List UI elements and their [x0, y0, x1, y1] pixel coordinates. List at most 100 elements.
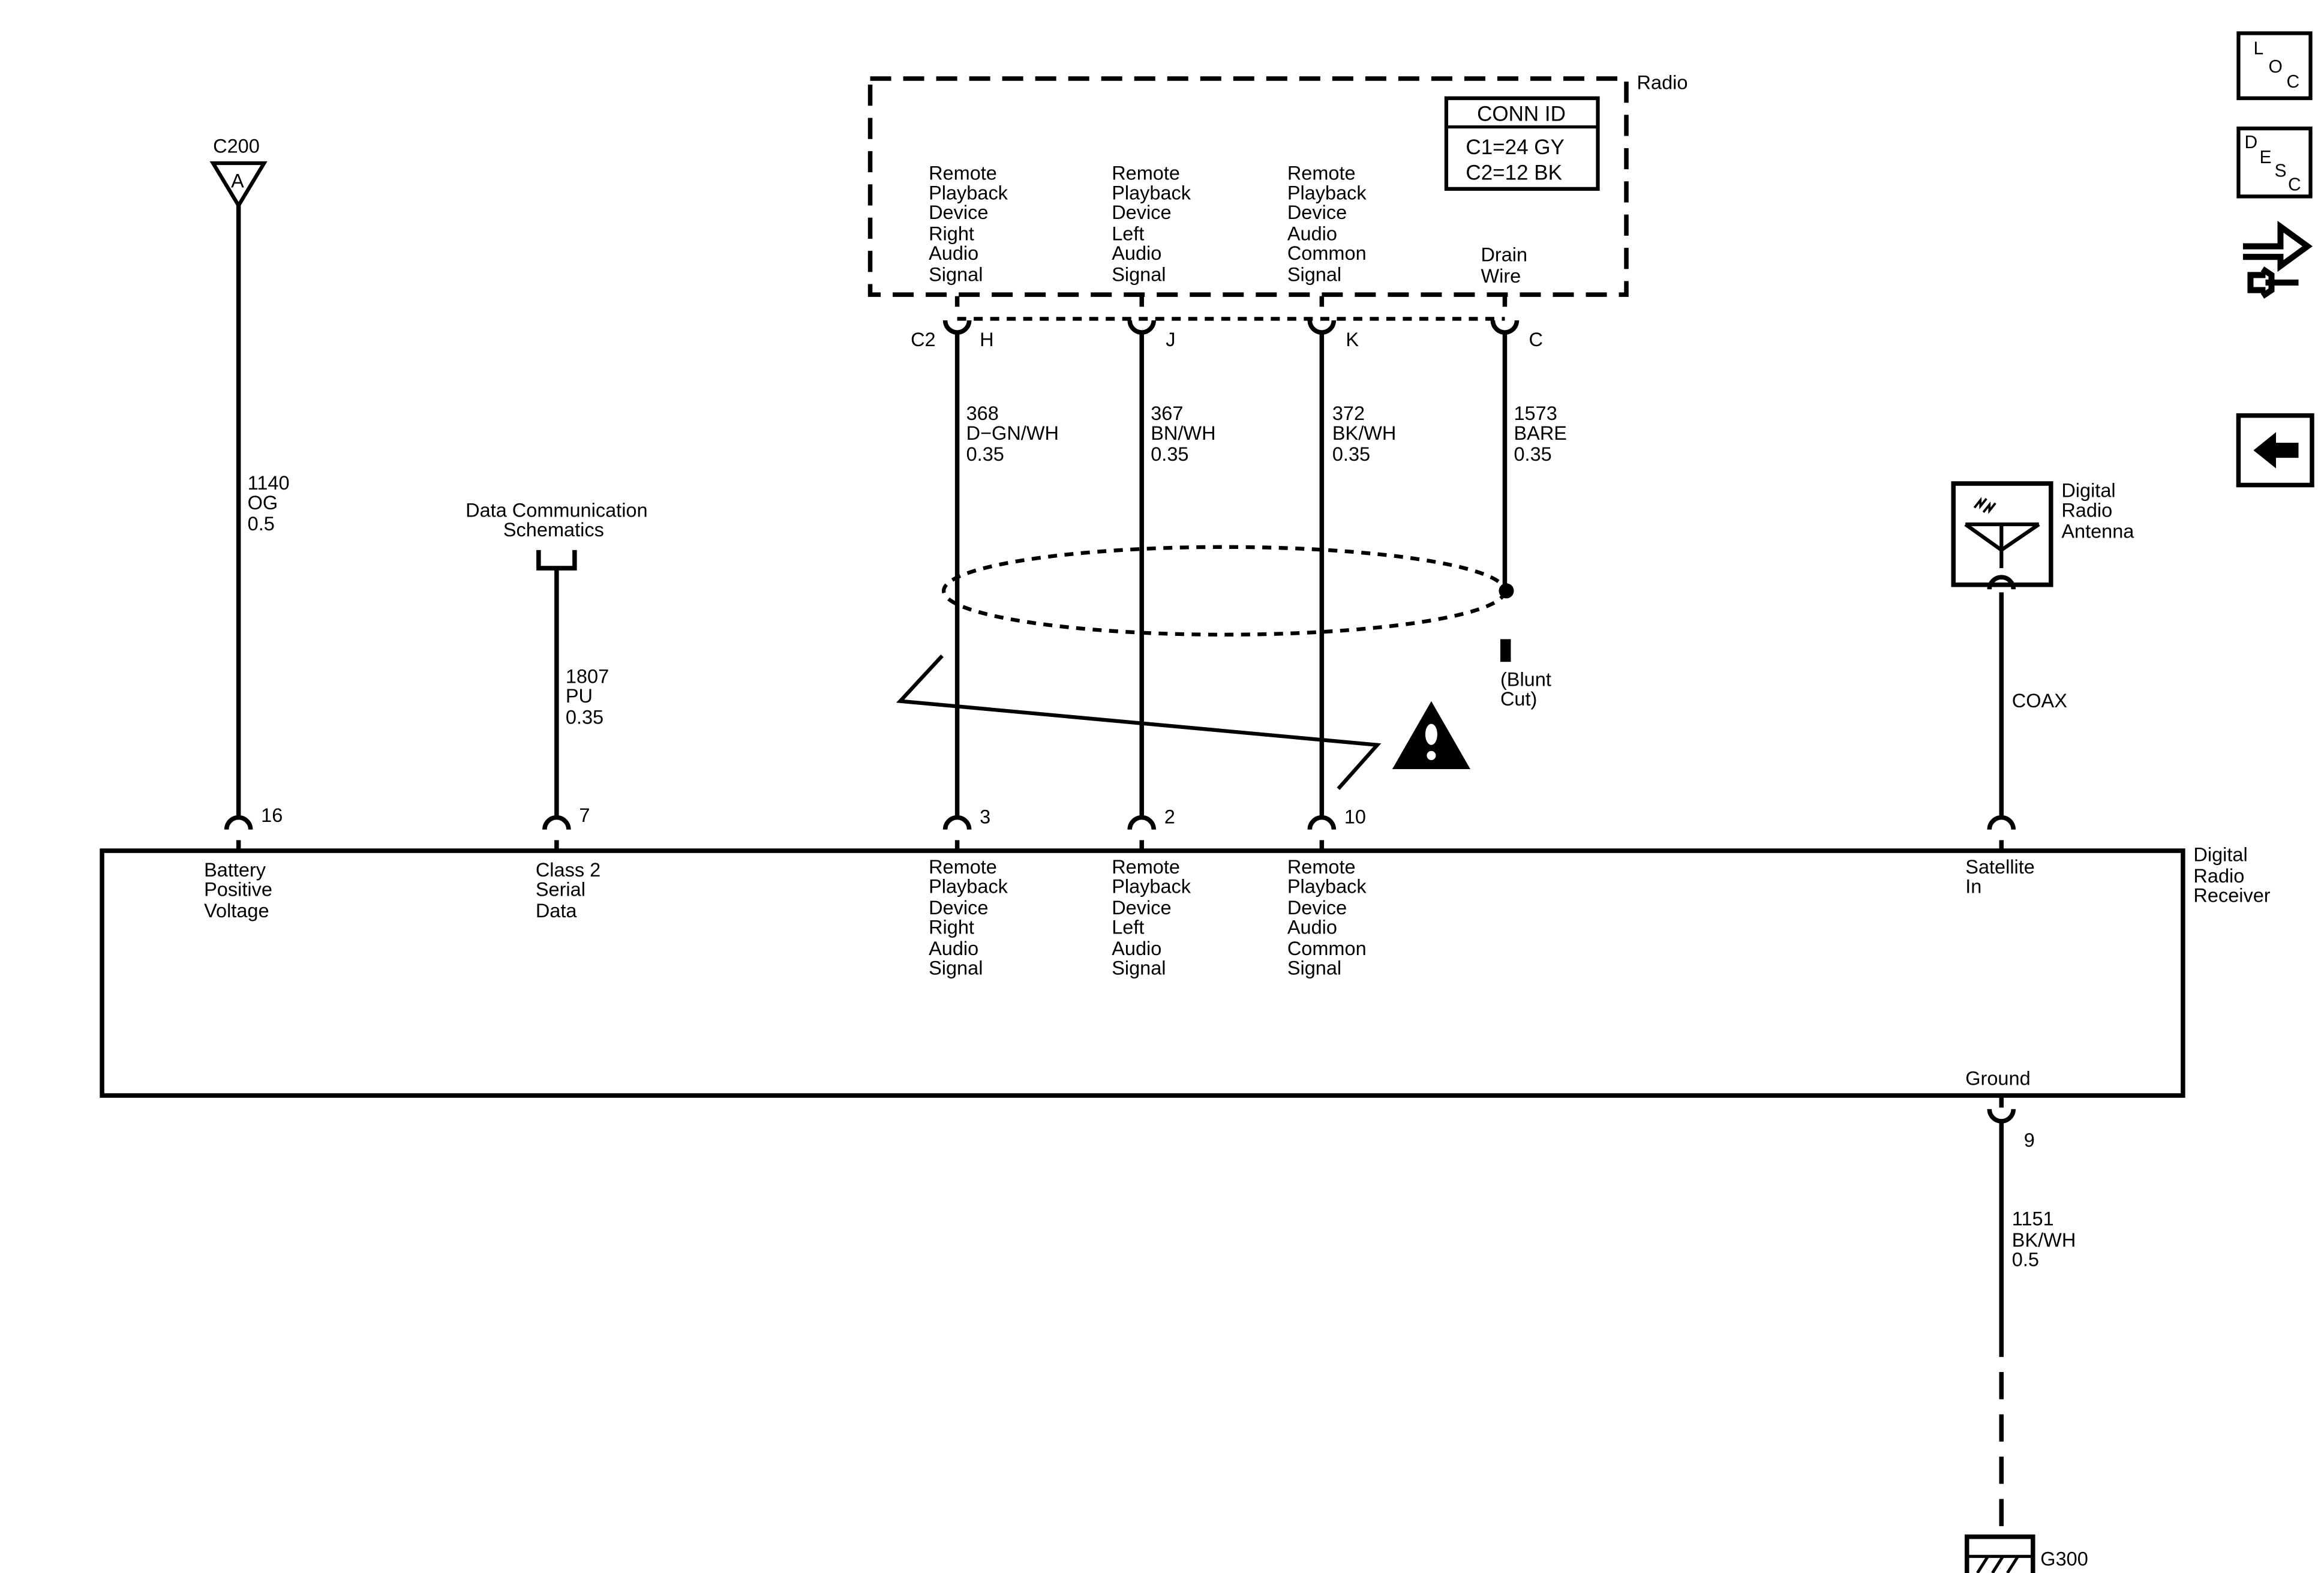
svg-text:Remote: Remote	[929, 855, 997, 878]
connector-c200: C200 A	[209, 134, 268, 209]
svg-text:Remote: Remote	[1112, 162, 1180, 184]
svg-text:BARE: BARE	[1514, 422, 1566, 444]
receiver-label-right-audio: Remote Playback Device Right Audio Signa…	[929, 855, 1008, 979]
svg-text:Signal: Signal	[1287, 263, 1341, 285]
receiver-label-common: Remote Playback Device Audio Common Sign…	[1287, 855, 1367, 979]
svg-text:Radio: Radio	[2193, 864, 2244, 887]
radio-module: Radio CONN ID C1=24 GY C2=12 BK Remote P…	[867, 71, 1688, 350]
svg-text:Common: Common	[1287, 937, 1367, 959]
svg-text:O: O	[2268, 57, 2282, 77]
svg-text:Audio: Audio	[1112, 242, 1161, 264]
svg-text:1807: 1807	[566, 665, 609, 687]
wire-label-1140: 1140 OG 0.5	[248, 472, 290, 535]
svg-text:BK/WH: BK/WH	[1332, 422, 1397, 444]
wire-label-372: 372 BK/WH 0.35	[1332, 402, 1397, 465]
radio-pin-j: J	[1166, 328, 1175, 350]
back-arrow-icon	[2253, 432, 2299, 469]
svg-text:Schematics: Schematics	[503, 518, 604, 541]
svg-text:1573: 1573	[1514, 402, 1557, 424]
svg-text:Serial: Serial	[536, 878, 585, 900]
desc-icon: D	[2244, 133, 2257, 152]
c200-label: C200	[213, 134, 260, 157]
svg-text:Signal: Signal	[929, 263, 983, 285]
receiver-pin-2: 2	[1164, 806, 1175, 828]
svg-text:Wire: Wire	[1481, 265, 1521, 287]
receiver-title: Digital	[2193, 843, 2247, 866]
svg-text:Signal: Signal	[1287, 956, 1341, 978]
receiver-label-ground: Ground	[1965, 1067, 2030, 1089]
blunt-cut-label: (Blunt	[1500, 668, 1551, 690]
svg-text:Signal: Signal	[1112, 263, 1166, 285]
svg-text:Signal: Signal	[929, 956, 983, 978]
svg-text:367: 367	[1151, 402, 1183, 424]
svg-text:Playback: Playback	[929, 181, 1008, 203]
svg-text:Remote: Remote	[929, 162, 997, 184]
radio-title: Radio	[1637, 71, 1688, 93]
description-button[interactable]: D E S C	[2236, 126, 2313, 199]
wire-label-1151: 1151 BK/WH 0.5	[2012, 1208, 2076, 1271]
conn-id-c2: C2=12 BK	[1466, 161, 1562, 185]
wire-label-367: 367 BN/WH 0.35	[1151, 402, 1215, 465]
svg-text:Audio: Audio	[929, 242, 978, 264]
receiver-label-satellite: Satellite In	[1965, 855, 2035, 897]
conn-id-header: CONN ID	[1477, 102, 1566, 125]
svg-text:Battery: Battery	[204, 858, 266, 881]
svg-text:Satellite: Satellite	[1965, 855, 2035, 878]
receiver-label-left-audio: Remote Playback Device Left Audio Signal	[1112, 855, 1191, 979]
splice-dot	[1499, 583, 1514, 599]
svg-text:1151: 1151	[2012, 1208, 2054, 1230]
radio-terminals	[942, 296, 1520, 335]
svg-text:Cut): Cut)	[1500, 688, 1537, 710]
svg-text:Audio: Audio	[1112, 937, 1161, 959]
svg-text:Receiver: Receiver	[2193, 884, 2270, 906]
radio-pin-c: C	[1529, 328, 1542, 350]
back-button[interactable]	[2236, 413, 2314, 488]
svg-text:S: S	[2274, 161, 2286, 181]
svg-text:Voltage: Voltage	[204, 899, 269, 921]
c200-pin: A	[231, 169, 244, 191]
svg-text:In: In	[1965, 875, 1981, 897]
receiver-pin-3: 3	[980, 806, 990, 828]
svg-text:Antenna: Antenna	[2061, 520, 2134, 542]
svg-text:Data Communication: Data Communication	[466, 499, 647, 521]
svg-text:Digital: Digital	[2061, 479, 2115, 502]
svg-text:PU: PU	[566, 685, 593, 707]
svg-text:Class 2: Class 2	[536, 858, 600, 881]
receiver-terminals	[224, 815, 2016, 1124]
svg-text:Remote: Remote	[1287, 855, 1356, 878]
svg-text:Device: Device	[1112, 896, 1171, 918]
svg-text:0.35: 0.35	[966, 443, 1004, 465]
receiver-pin-16: 16	[261, 804, 283, 826]
svg-text:Device: Device	[1112, 201, 1171, 223]
svg-text:Audio: Audio	[1287, 915, 1337, 938]
receiver-pin-7: 7	[579, 804, 590, 826]
caution-icon	[1392, 701, 1470, 770]
coax-label: COAX	[2012, 689, 2067, 712]
svg-text:Positive: Positive	[204, 878, 272, 900]
svg-text:OG: OG	[248, 491, 278, 514]
wire-lines	[236, 205, 2004, 1534]
svg-text:D−GN/WH: D−GN/WH	[966, 422, 1059, 444]
svg-text:Audio: Audio	[1287, 222, 1337, 244]
svg-text:Common: Common	[1287, 242, 1367, 264]
radio-pin-label-k: Remote Playback Device Audio Common Sign…	[1287, 162, 1367, 286]
connector-wrench-button[interactable]	[2242, 220, 2313, 299]
svg-text:Right: Right	[929, 222, 974, 244]
svg-text:Drain: Drain	[1481, 244, 1527, 266]
radio-pin-label-c: Drain Wire	[1481, 244, 1527, 287]
svg-text:Device: Device	[929, 201, 988, 223]
svg-text:Data: Data	[536, 899, 577, 921]
location-button[interactable]: L O C	[2236, 31, 2313, 100]
conn-id-c1: C1=24 GY	[1466, 136, 1564, 159]
wire-label-368: 368 D−GN/WH 0.35	[966, 402, 1059, 465]
svg-text:1140: 1140	[248, 472, 290, 494]
receiver-pin-10: 10	[1344, 806, 1366, 828]
shielded-cable: (Blunt Cut)	[941, 545, 1551, 710]
svg-text:0.35: 0.35	[566, 706, 603, 728]
digital-radio-receiver: Digital Radio Receiver 16 7 3 2 10 Batte…	[100, 804, 2271, 1151]
loc-icon: L	[2253, 39, 2263, 59]
ground-g300: G300	[1965, 1534, 2088, 1573]
digital-radio-antenna: Digital Radio Antenna	[1951, 479, 2134, 590]
svg-text:Device: Device	[929, 896, 988, 918]
wire-label-1573: 1573 BARE 0.35	[1514, 402, 1566, 465]
